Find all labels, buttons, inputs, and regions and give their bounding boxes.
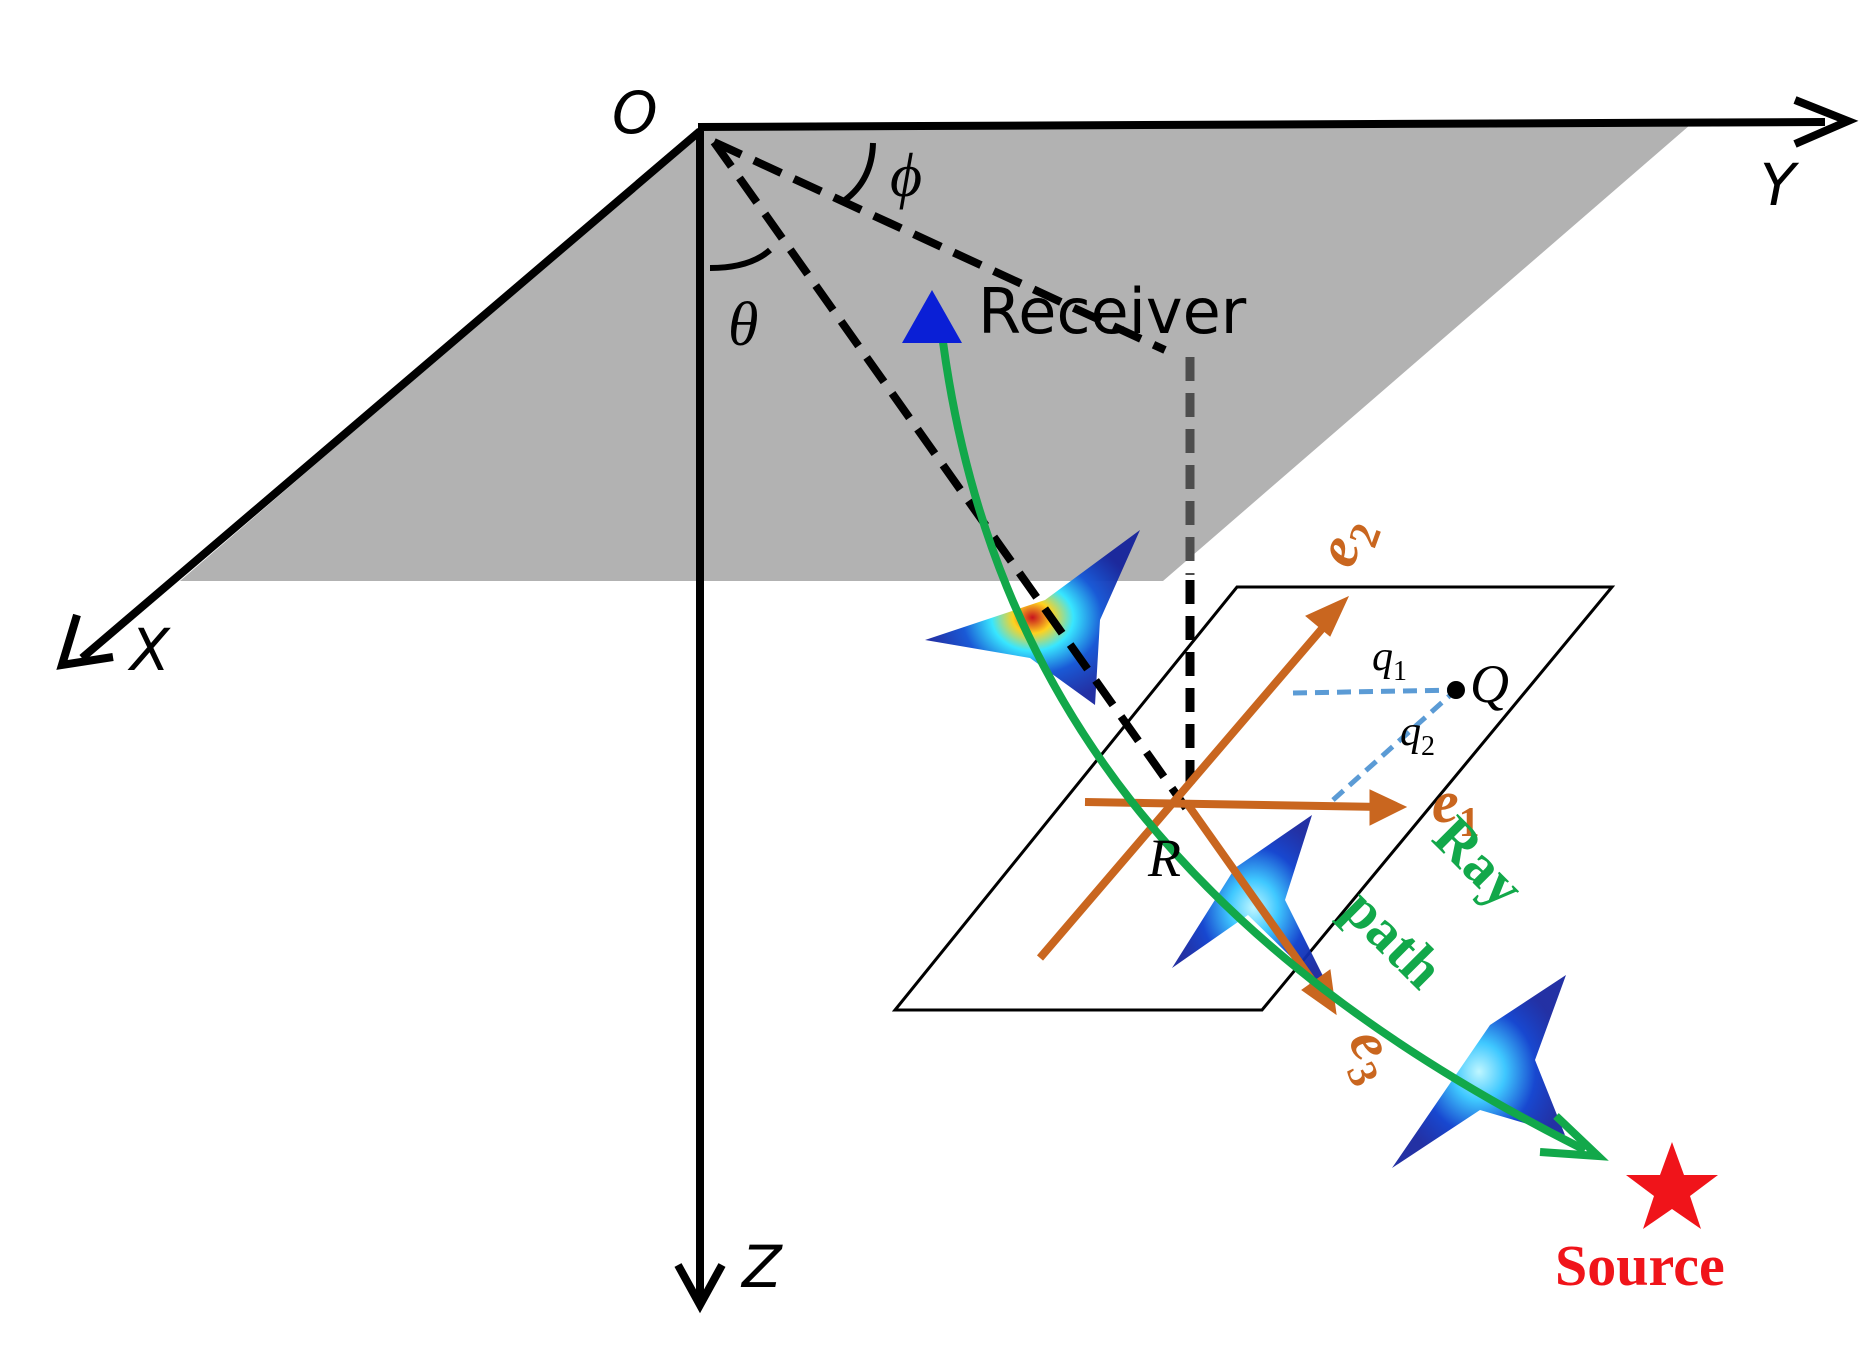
x-axis-label: X xyxy=(127,616,171,684)
e3-label: e3 xyxy=(1326,1018,1416,1093)
origin-label: O xyxy=(612,79,658,147)
q2-label: q2 xyxy=(1400,709,1435,762)
ray-path-curve xyxy=(939,341,1587,1154)
e3-axis-line xyxy=(1182,799,1330,1003)
receiver-label: Receiver xyxy=(978,275,1247,348)
z-axis-label: Z xyxy=(740,1233,783,1301)
phi-label: ϕ xyxy=(890,142,922,210)
theta-label: θ xyxy=(728,291,758,359)
source-star-icon xyxy=(1626,1142,1718,1229)
y-axis-line xyxy=(697,118,1826,131)
source-label: Source xyxy=(1555,1233,1725,1298)
e2-axis-line xyxy=(1036,607,1342,961)
point-q-dot xyxy=(1447,681,1465,699)
q1-label: q1 xyxy=(1372,634,1407,687)
receiver-icon xyxy=(902,290,962,343)
phi-dashed-line xyxy=(712,138,1167,354)
x-axis-line xyxy=(79,127,703,662)
wave-packet-3 xyxy=(1392,975,1566,1168)
y-axis-arrowhead xyxy=(1793,96,1859,148)
point-r-label: R xyxy=(1147,828,1181,888)
z-axis-arrowhead xyxy=(674,1263,726,1314)
e2-label: e2 xyxy=(1302,507,1391,578)
theta-dashed-line xyxy=(710,139,1190,811)
q2-dashed-line xyxy=(1331,688,1458,802)
e1-label: e1 xyxy=(1432,769,1480,846)
phi-angle-arc xyxy=(843,142,876,203)
x-axis-arrowhead xyxy=(56,613,114,670)
surface-plane xyxy=(180,125,1690,581)
local-frame-plane xyxy=(891,585,1616,1012)
theta-angle-arc xyxy=(709,247,773,271)
ray-path-label-path: path xyxy=(1331,875,1457,1001)
axes xyxy=(56,96,1859,1314)
ray-path-arrowhead xyxy=(1539,1113,1609,1161)
y-axis-label: Y xyxy=(1760,151,1800,219)
q1-dashed-line xyxy=(1292,687,1457,696)
e1-arrowhead xyxy=(1369,789,1408,826)
e2-arrowhead xyxy=(1305,595,1350,637)
point-q-label: Q xyxy=(1470,654,1509,714)
